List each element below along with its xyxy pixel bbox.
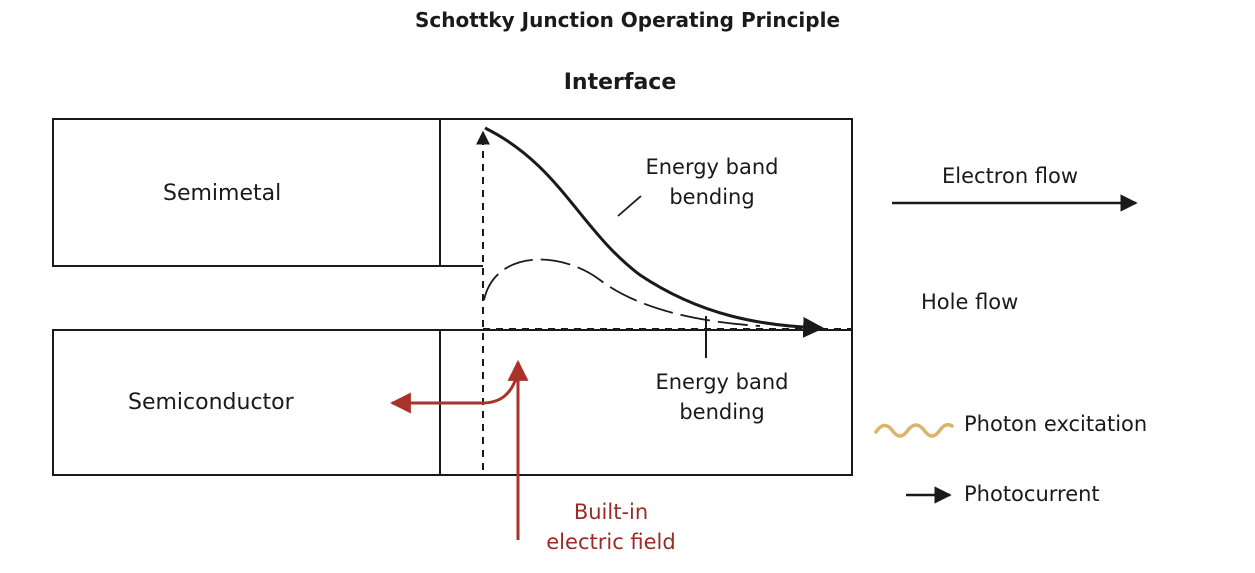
semiconductor-label: Semiconductor (128, 390, 294, 415)
semimetal-region (52, 118, 853, 330)
semimetal-label: Semimetal (163, 181, 282, 206)
band-bending-upper-line1: Energy band (645, 155, 779, 179)
interface-label: Interface (563, 70, 677, 95)
lower-band-curve (483, 258, 761, 327)
built-in-field-line2: electric field (546, 530, 676, 554)
band-bending-upper-line2: bending (669, 185, 755, 209)
built-in-field-label: Built-in electric field (531, 497, 691, 557)
diagram-title: Schottky Junction Operating Principle (414, 8, 841, 32)
semiconductor-region (52, 329, 853, 476)
electron-flow-label: Electron flow (942, 164, 1079, 188)
upper-leader-tick (617, 195, 642, 217)
field-arrow-left (389, 371, 520, 414)
hole-flow-label: Hole flow (921, 290, 1019, 314)
band-bending-lower-line2: bending (679, 400, 765, 424)
band-bending-curve (484, 126, 825, 338)
legend-photocurrent-label: Photocurrent (964, 482, 1100, 506)
legend-photon-label: Photon excitation (964, 412, 1148, 436)
built-in-field-line1: Built-in (573, 500, 649, 524)
photon-wave-icon (874, 422, 954, 438)
band-bending-upper-label: Energy band bending (612, 152, 812, 212)
band-bending-lower-label: Energy band bending (622, 367, 822, 427)
band-bending-lower-line1: Energy band (655, 370, 789, 394)
